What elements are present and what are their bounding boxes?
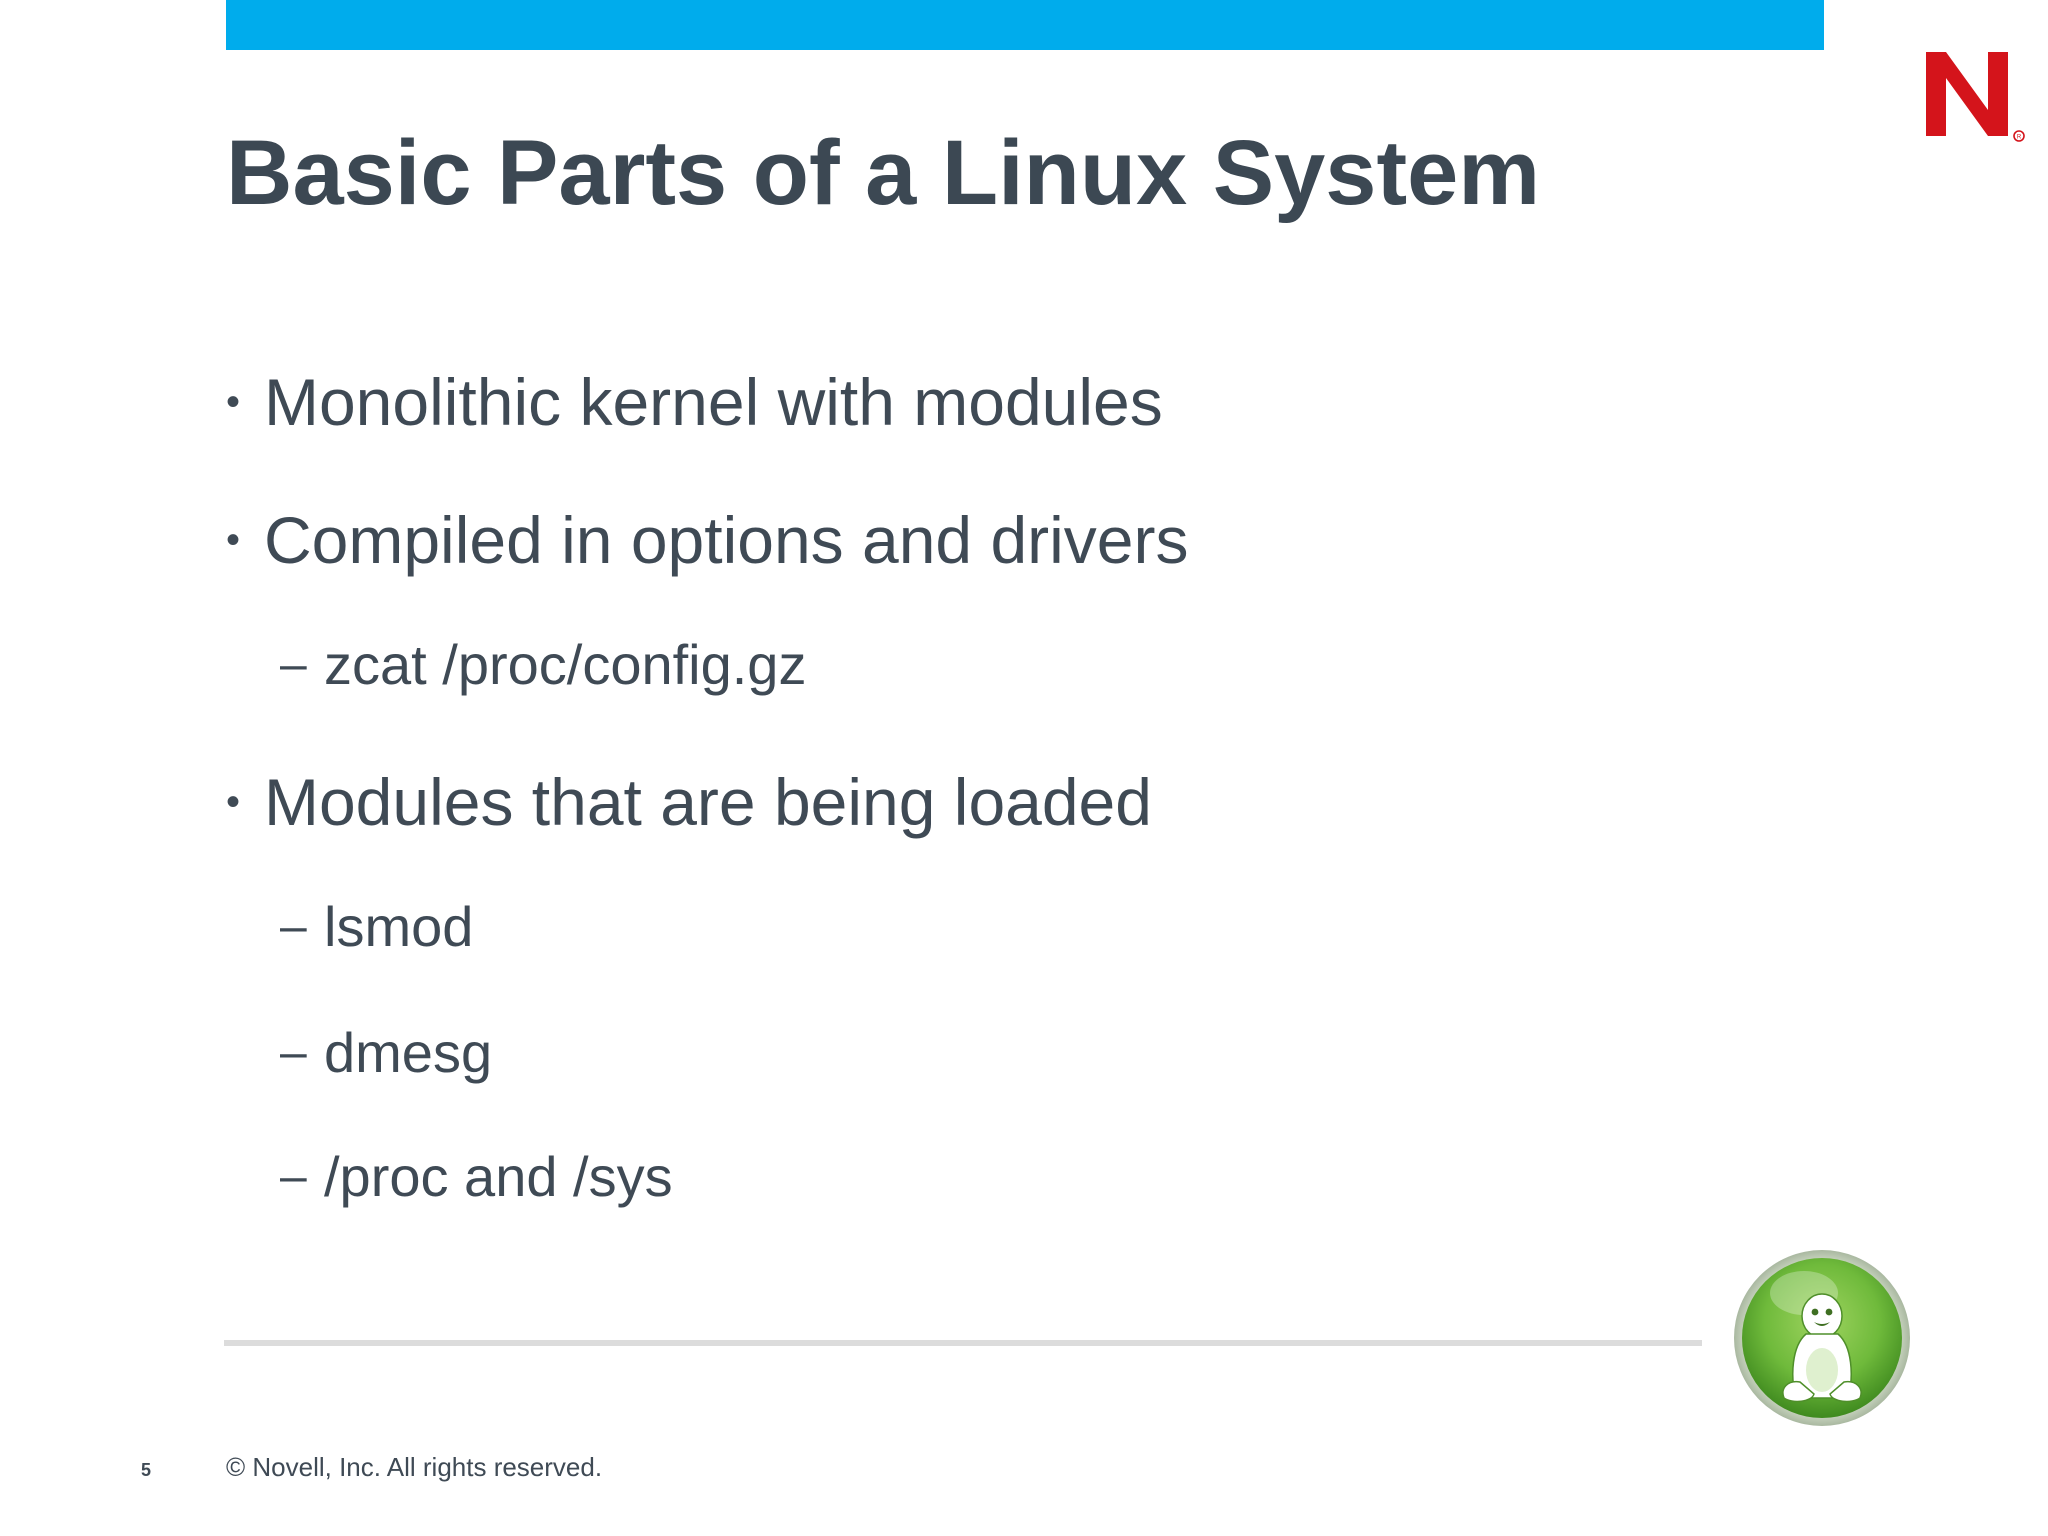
sub-bullet-marker: – — [280, 900, 307, 953]
bullet-text: Modules that are being loaded — [264, 765, 1152, 839]
novell-n-logo-icon: R — [1926, 52, 2025, 142]
sub-bullet-text: dmesg — [324, 1021, 493, 1084]
top-accent-bar — [226, 0, 1824, 50]
sub-bullet-text: lsmod — [324, 895, 474, 958]
sub-bullet-marker: – — [280, 1150, 307, 1203]
copyright-notice: © Novell, Inc. All rights reserved. — [226, 1452, 603, 1482]
sub-bullet-text: zcat /proc/config.gz — [324, 633, 807, 696]
bullet-marker: • — [226, 518, 241, 562]
sub-bullet-marker: – — [280, 638, 307, 691]
page-number: 5 — [141, 1460, 152, 1480]
bullet-text: Monolithic kernel with modules — [264, 365, 1163, 439]
bullet-text: Compiled in options and drivers — [264, 503, 1189, 577]
svg-text:R: R — [2017, 135, 2022, 141]
bullet-marker: • — [226, 780, 241, 824]
footer-divider — [224, 1340, 1702, 1346]
linux-tux-icon — [1734, 1250, 1910, 1426]
sub-bullet-text: /proc and /sys — [324, 1145, 673, 1208]
bullet-marker: • — [226, 380, 241, 424]
slide-title: Basic Parts of a Linux System — [226, 122, 1541, 224]
sub-bullet-marker: – — [280, 1026, 307, 1079]
